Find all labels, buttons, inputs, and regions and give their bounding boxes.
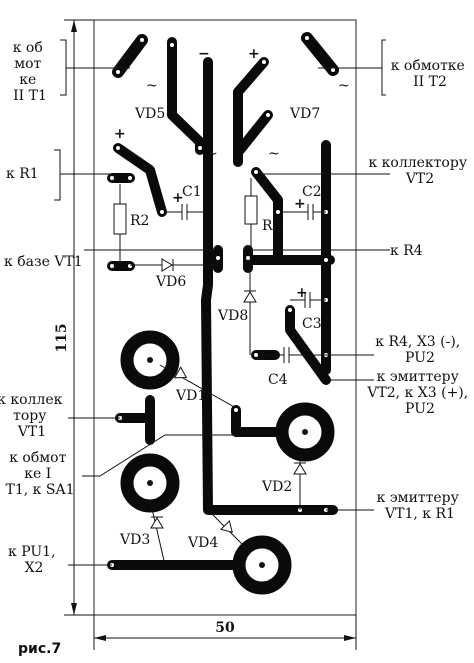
label-r1: к R1 <box>6 166 39 182</box>
width-dimension: 50 <box>93 615 357 650</box>
height-dimension-label: 115 <box>54 323 70 352</box>
diode-vd2 <box>293 455 307 510</box>
capacitor-c3 <box>290 292 326 308</box>
capacitor-c1 <box>165 204 205 220</box>
label-r2: R2 <box>130 213 149 229</box>
label-c3: C3 <box>302 316 322 332</box>
component-labels: VD5 VD7 VD6 VD8 VD1 VD2 VD3 VD4 R2 R3 C1… <box>119 106 322 551</box>
plus-mark-r1: + <box>114 126 126 142</box>
label-vd1: VD1 <box>175 388 206 404</box>
plus-mark-c3: + <box>296 285 308 301</box>
label-r4-x3: к R4, X3 (-), PU2 <box>375 334 464 366</box>
label-r4: к R4 <box>390 243 423 259</box>
label-vd4: VD4 <box>187 535 218 551</box>
label-pu1: к PU1, X2 <box>8 544 60 576</box>
label-collector-vt2: к коллектору VT2 <box>368 155 471 187</box>
tilde-mark-1: ~ <box>146 78 158 94</box>
diode-vd6 <box>130 258 218 272</box>
label-c1: C1 <box>182 184 202 200</box>
label-emitter-vt1: к эмиттеру VT1, к R1 <box>377 490 464 522</box>
label-base-vt1: к базе VT1 <box>4 254 83 270</box>
width-dimension-label: 50 <box>215 620 235 636</box>
drill-holes <box>110 36 335 567</box>
polarity-marks: − + + + + + ~ ~ ~ ~ <box>114 46 350 301</box>
label-vd3: VD3 <box>119 532 150 548</box>
height-dimension: 115 <box>54 19 94 616</box>
ring-pads <box>120 330 335 595</box>
minus-mark: − <box>198 46 210 62</box>
capacitor-c2 <box>282 204 326 220</box>
plus-mark-top: + <box>248 46 260 62</box>
label-emitter-vt2: к эмиттеру VT2, к X3 (+), PU2 <box>366 369 472 417</box>
label-collector-vt1: к коллек тору VT1 <box>0 392 67 440</box>
label-c2: C2 <box>302 184 322 200</box>
board-outline <box>93 19 357 616</box>
label-vd2: VD2 <box>261 479 292 495</box>
label-vd5: VD5 <box>134 106 165 122</box>
diode-vd3 <box>149 499 166 566</box>
plus-mark-c1: + <box>172 190 184 206</box>
diode-vd1 <box>159 364 237 409</box>
label-r3: R3 <box>262 218 281 234</box>
label-winding-i: к обмот ке I T1, к SA1 <box>6 450 75 498</box>
diode-vd4 <box>207 509 247 549</box>
label-c4: C4 <box>268 372 288 388</box>
components <box>113 178 326 566</box>
resistor-r3 <box>244 195 258 225</box>
capacitor-c4 <box>262 347 326 363</box>
resistor-r2 <box>113 203 127 235</box>
label-vd8: VD8 <box>217 308 248 324</box>
leader-lines <box>54 39 390 566</box>
label-vd7: VD7 <box>289 106 320 122</box>
diode-vd8 <box>243 268 257 355</box>
label-vd6: VD6 <box>155 274 186 290</box>
figure-caption: рис.7 <box>18 641 61 657</box>
tilde-mark-4: ~ <box>338 78 350 94</box>
tilde-mark-2: ~ <box>206 146 218 162</box>
plus-mark-c2: + <box>294 196 306 212</box>
label-winding-t1: к об мот ке II T1 <box>13 40 48 104</box>
label-winding-t2: к обмотке II T2 <box>391 58 470 90</box>
connection-labels: к об мот ке II T1 к обмотке II T2 к R1 к… <box>0 40 472 576</box>
tilde-mark-3: ~ <box>268 146 280 162</box>
